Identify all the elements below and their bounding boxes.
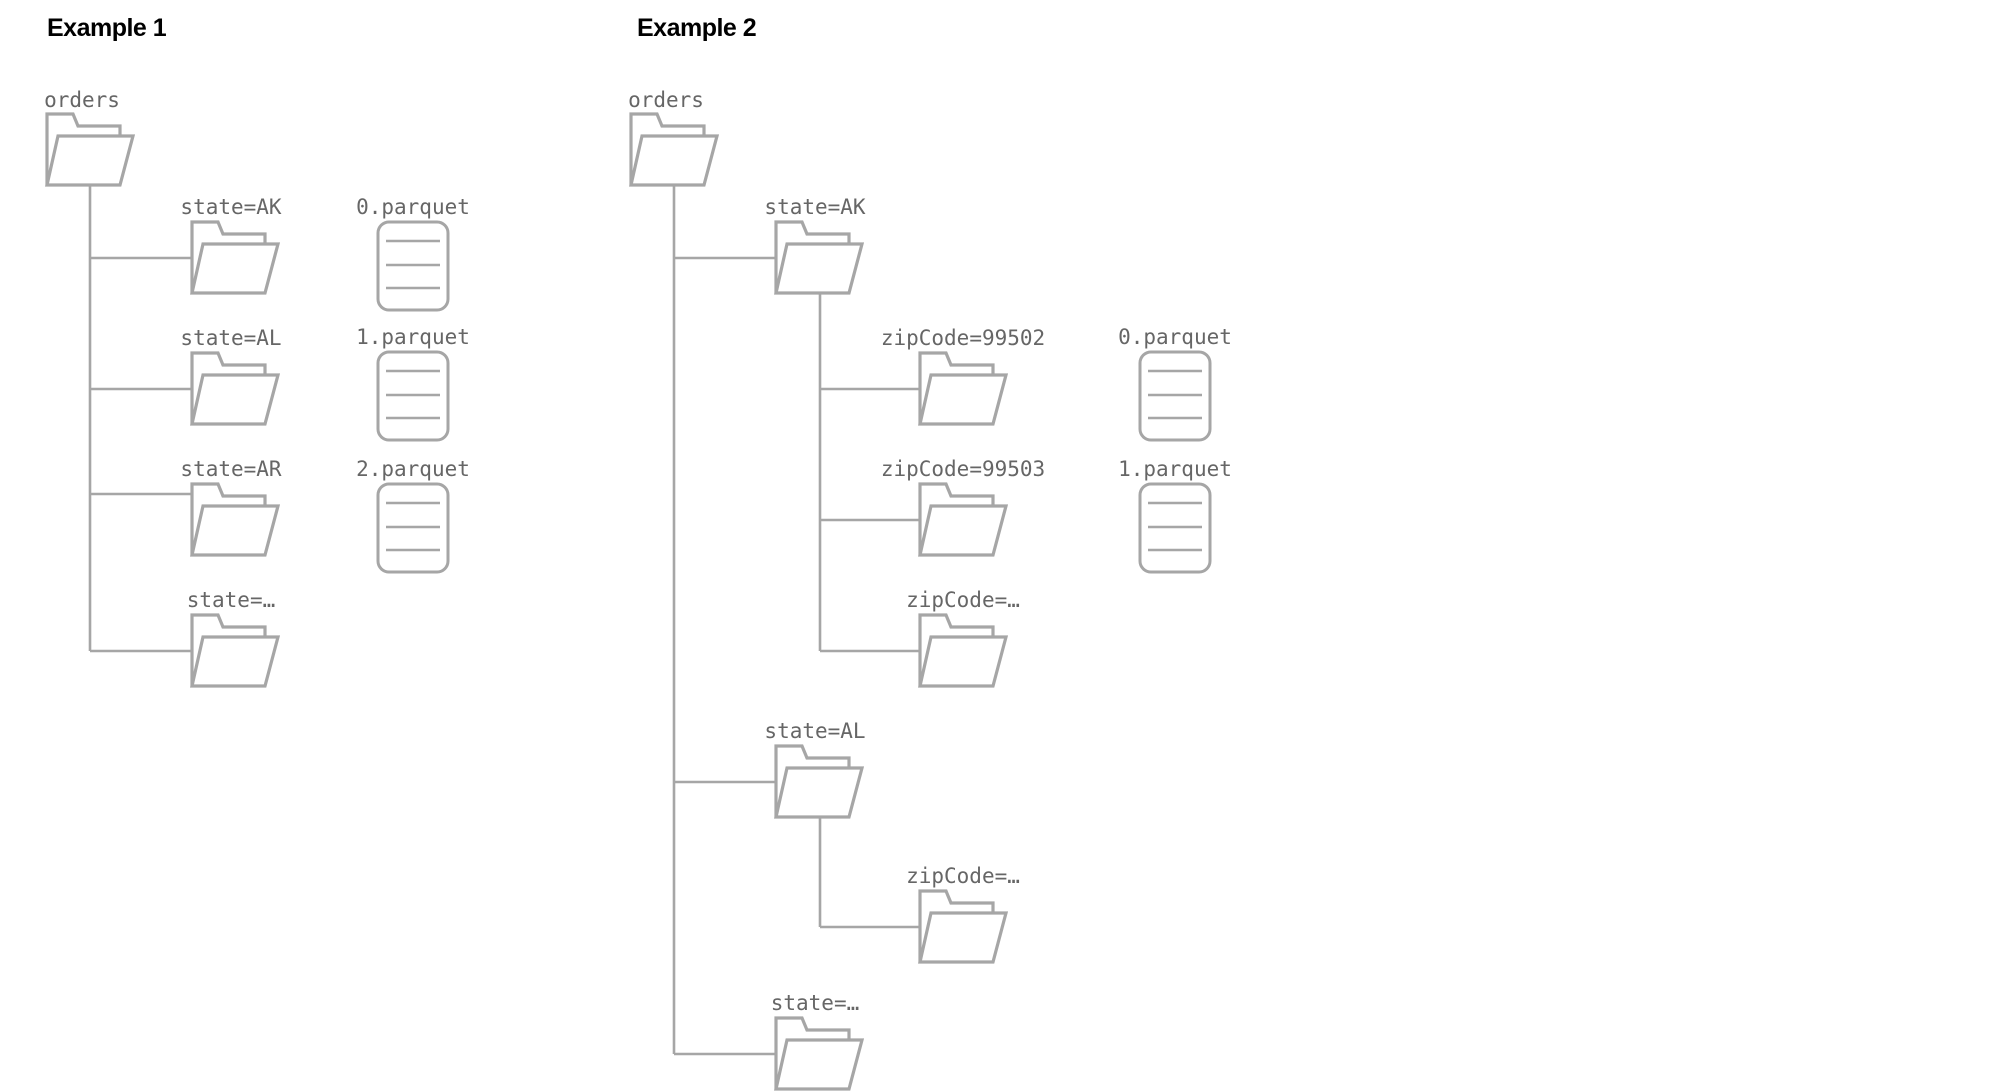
root-folder-label: orders: [44, 88, 120, 112]
tree-node: state=AR 2.parquet: [180, 457, 470, 574]
folder-icon: [774, 220, 865, 295]
tree-node: zipCode=…: [906, 588, 1020, 688]
folder-label: zipCode=99502: [881, 326, 1045, 350]
tree-node: state=AK: [764, 195, 866, 295]
example-title: Example 1: [47, 14, 167, 42]
folder-label: zipCode=…: [906, 864, 1020, 888]
root-folder-icon: [629, 112, 720, 187]
folder-label: state=…: [771, 991, 860, 1015]
example-2: Example 2 orders state=AK zipCode=99502 0.p…: [628, 14, 1232, 1091]
folder-icon: [190, 220, 281, 295]
file-label: 0.parquet: [1118, 325, 1232, 349]
folder-label: zipCode=…: [906, 588, 1020, 612]
file-icon: [376, 220, 450, 312]
folder-icon: [190, 351, 281, 426]
folder-label: state=AK: [180, 195, 282, 219]
folder-label: state=AL: [764, 719, 865, 743]
folder-icon: [774, 1016, 865, 1091]
tree-node: zipCode=99502 0.parquet: [881, 325, 1232, 442]
file-label: 2.parquet: [356, 457, 470, 481]
file-label: 0.parquet: [356, 195, 470, 219]
folder-icon: [190, 613, 281, 688]
folder-icon: [918, 482, 1009, 557]
folder-label: state=AL: [180, 326, 281, 350]
folder-icon: [918, 351, 1009, 426]
tree-node: state=AK 0.parquet: [180, 195, 470, 312]
folder-label: state=…: [187, 588, 276, 612]
tree-node: zipCode=99503 1.parquet: [881, 457, 1232, 574]
folder-icon: [918, 889, 1009, 964]
file-icon: [1138, 482, 1212, 574]
example-title: Example 2: [637, 14, 756, 42]
folder-label: state=AK: [764, 195, 866, 219]
file-icon: [1138, 350, 1212, 442]
file-label: 1.parquet: [1118, 457, 1232, 481]
tree-node: state=…: [771, 991, 865, 1091]
root-folder-label: orders: [628, 88, 704, 112]
file-icon: [376, 350, 450, 442]
tree-node: zipCode=…: [906, 864, 1020, 964]
tree-node: state=AL 1.parquet: [180, 325, 470, 442]
file-label: 1.parquet: [356, 325, 470, 349]
folder-icon: [190, 482, 281, 557]
tree-node: state=…: [187, 588, 281, 688]
folder-label: zipCode=99503: [881, 457, 1045, 481]
file-icon: [376, 482, 450, 574]
folder-label: state=AR: [180, 457, 282, 481]
tree-node: state=AL: [764, 719, 866, 819]
folder-icon: [918, 613, 1009, 688]
root-folder-icon: [45, 112, 136, 187]
folder-icon: [774, 744, 865, 819]
